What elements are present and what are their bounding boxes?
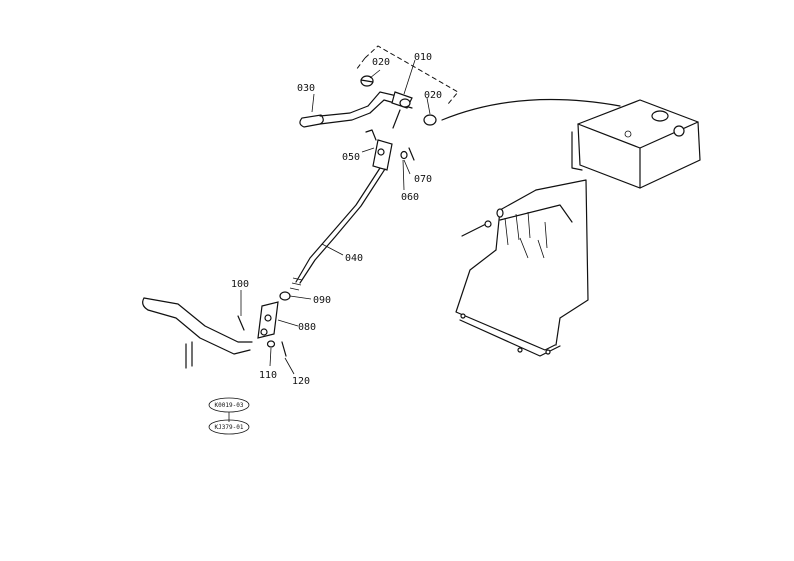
label-010: 010 — [414, 52, 432, 63]
ref-code-bottom: KJ379-01 — [215, 424, 244, 431]
label-090: 090 — [313, 295, 331, 306]
lever-grip-assembly — [299, 45, 621, 129]
rod-assembly — [257, 129, 415, 339]
mounting-bracket — [455, 99, 701, 357]
label-020-right: 020 — [424, 90, 442, 101]
leader-lines — [228, 59, 431, 422]
pedal-arm — [142, 297, 287, 369]
reference-codes: K0019-03 KJ379-01 — [208, 397, 250, 435]
label-100: 100 — [231, 279, 249, 290]
ref-code-top: K0019-03 — [215, 402, 244, 409]
label-030: 030 — [297, 83, 315, 94]
label-060: 060 — [401, 192, 419, 203]
label-080: 080 — [298, 322, 316, 333]
label-050: 050 — [342, 152, 360, 163]
label-020-left: 020 — [372, 57, 390, 68]
label-120: 120 — [292, 376, 310, 387]
label-070: 070 — [414, 174, 432, 185]
label-040: 040 — [345, 253, 363, 264]
label-110: 110 — [259, 370, 277, 381]
part-labels: 010 020 020 030 040 050 060 070 080 090 … — [231, 52, 442, 387]
